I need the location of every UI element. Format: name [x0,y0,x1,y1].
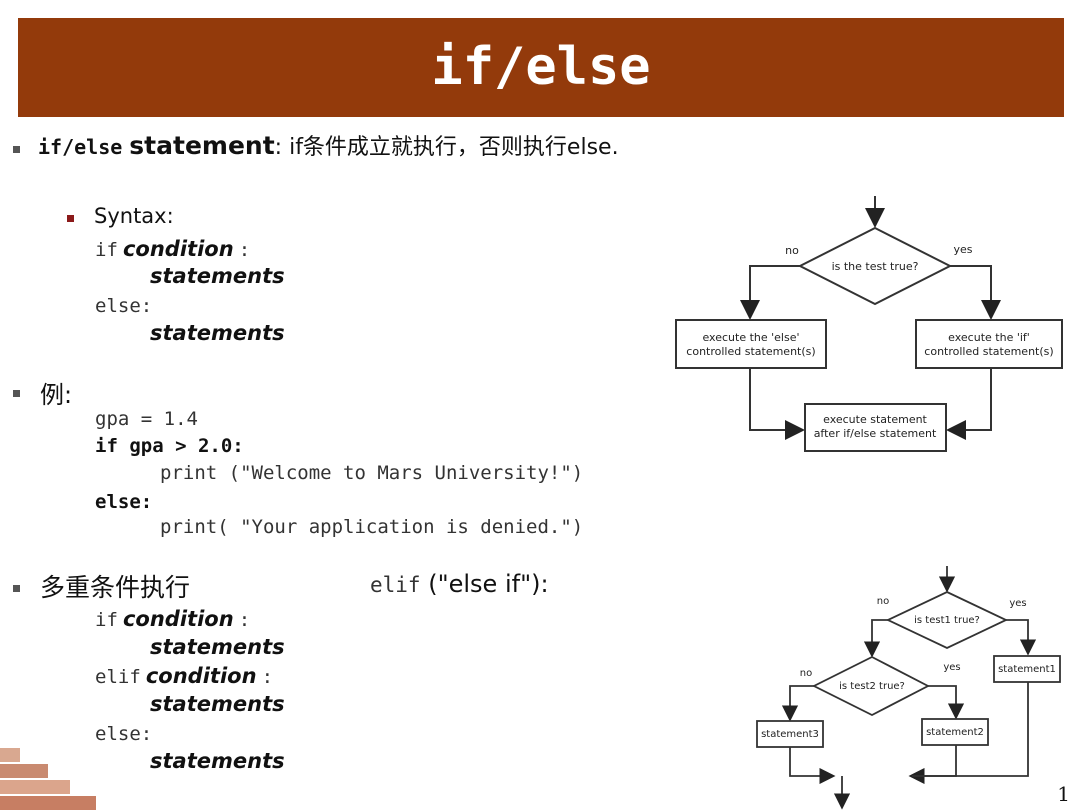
flow1-yes-label: yes [953,243,972,256]
elif-description: ("else if"): [428,570,549,598]
colon: : [238,609,251,631]
flow2-stmt3: statement3 [761,729,819,740]
flow2-no1-label: no [877,596,889,607]
code-line-5: print( "Your application is denied.") [160,516,584,538]
bullet-marker [13,390,20,397]
code-line-1: gpa = 1.4 [95,408,198,430]
syntax-label: Syntax: [94,204,174,228]
flow1-no-label: no [785,244,799,257]
else-keyword: else: [95,723,153,745]
code-line-2: if gpa > 2.0: [95,435,244,457]
flow1-if-box-line2: controlled statement(s) [924,345,1053,358]
statements-term: statements [150,692,285,716]
flow2-yes1-label: yes [1009,598,1026,609]
flow2-stmt1: statement1 [998,664,1056,675]
flow2-yes2-label: yes [943,662,960,673]
colon: : [261,666,274,688]
flow1-after-line2: after if/else statement [814,427,937,440]
flow1-else-box-line2: controlled statement(s) [686,345,815,358]
slide-title: if/else [431,37,651,97]
statements-term: statements [150,264,285,288]
sub-bullet-marker [67,215,74,222]
flow2-stmt2: statement2 [926,727,984,738]
statements-term: statements [150,635,285,659]
condition-term: condition [145,664,257,688]
elif-flowchart: no yes is test1 true? statement1 no yes … [756,566,1061,810]
title-bar: if/else [18,18,1064,117]
code-line-4: else: [95,491,153,513]
colon: : [238,239,251,261]
flow1-after-line1: execute statement [823,413,927,426]
multi-elif-line: elif condition : [95,664,273,688]
flow1-if-box-line1: execute the 'if' [948,331,1030,344]
bullet-ifelse: if/else statement: if条件成立就执行，否则执行else. [38,130,619,164]
statements-term: statements [150,749,285,773]
flow2-no2-label: no [800,668,812,679]
condition-term: condition [122,607,234,631]
ifelse-flowchart: no yes is the test true? execute the 'el… [675,196,1063,452]
multi-label: 多重条件执行 [40,573,191,602]
brick-decoration [0,748,96,810]
elif-keyword: elif [95,666,141,688]
condition-term: condition [122,237,234,261]
flow2-decision2: is test2 true? [839,681,905,692]
flow1-else-box-line1: execute the 'else' [702,331,799,344]
if-keyword: if [95,239,118,261]
bullet-marker [13,146,20,153]
multi-if-line: if condition : [95,607,250,631]
statements-term: statements [150,321,285,345]
syntax-if-line: if condition : [95,236,250,264]
if-keyword: if [95,609,118,631]
ifelse-code-term: if/else [38,135,123,159]
ifelse-description: : if条件成立就执行，否则执行else. [274,135,619,160]
else-keyword: else: [95,295,153,317]
flow1-decision: is the test true? [832,260,919,273]
statement-term: statement [129,131,275,160]
bullet-marker [13,585,20,592]
page-number: 1 [1057,782,1070,806]
elif-code: elif [370,573,421,597]
code-line-3: print ("Welcome to Mars University!") [160,462,584,484]
elif-heading: elif ("else if"): [370,570,549,598]
example-label: 例: [40,381,73,409]
flow2-decision1: is test1 true? [914,615,980,626]
